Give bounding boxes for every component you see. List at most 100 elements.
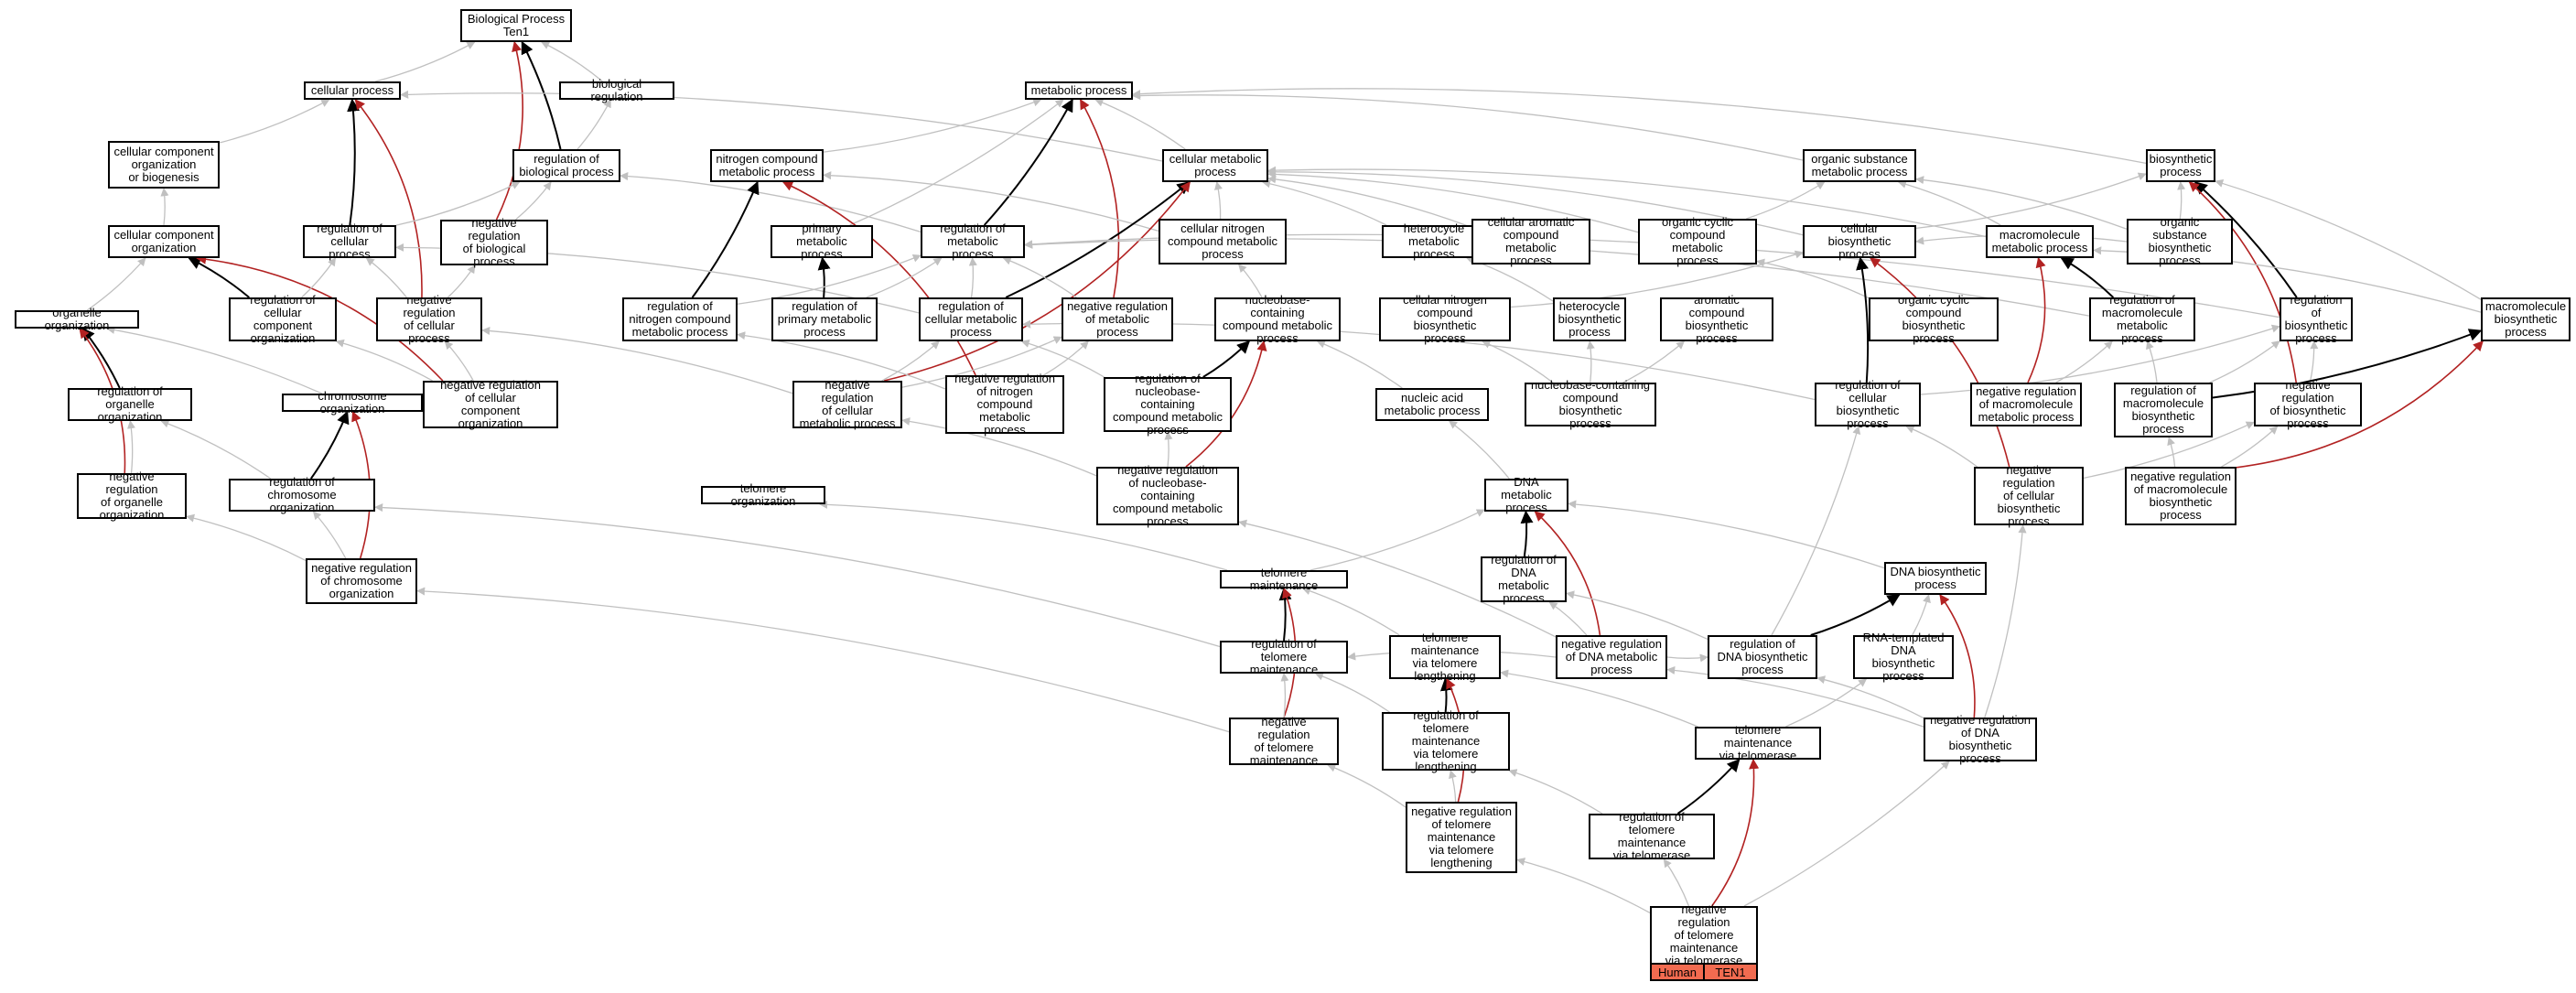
go-term-nrcbp[interactable]: negative regulation of cellular biosynth…: [1974, 464, 2084, 528]
go-term-rdbp[interactable]: regulation of DNA biosynthetic process: [1708, 635, 1817, 679]
edge-rtm-tm: [1278, 587, 1292, 642]
go-term-nrmp[interactable]: negative regulation of metabolic process: [1062, 297, 1173, 341]
go-term-bp[interactable]: Biological Process Ten1: [460, 9, 572, 42]
edge-rcbp-rbsp: [1920, 324, 2280, 395]
go-term-cncbp[interactable]: cellular nitrogen compound biosynthetic …: [1379, 294, 1511, 345]
go-term-rco[interactable]: regulation of chromosome organization: [229, 476, 375, 514]
go-term-rdmp[interactable]: regulation of DNA metabolic process: [1481, 554, 1567, 605]
go-term-nrbp[interactable]: negative regulation of biological proces…: [440, 217, 548, 268]
go-term-rtm[interactable]: regulation of telomere maintenance: [1220, 638, 1348, 676]
go-term-pmp[interactable]: primary metabolic process: [771, 222, 873, 261]
edge-nrcco-cco: [195, 254, 444, 382]
go-term-rtmtl[interactable]: regulation of telomere maintenance via t…: [1382, 709, 1510, 773]
go-term-cp[interactable]: cellular process: [304, 81, 401, 100]
go-term-nbcmp[interactable]: nucleobase-containing compound metabolic…: [1214, 294, 1341, 345]
edge-nrncmp-nrmp: [1042, 340, 1089, 376]
go-term-nrbsp[interactable]: negative regulation of biosynthetic proc…: [2254, 379, 2362, 430]
go-term-rtmvt[interactable]: regulation of telomere maintenance via t…: [1589, 811, 1715, 862]
go-term-rmp[interactable]: regulation of metabolic process: [921, 222, 1025, 261]
go-term-nrmbp[interactable]: negative regulation of macromolecule bio…: [2125, 467, 2236, 525]
go-term-hbp[interactable]: heterocycle biosynthetic process: [1553, 297, 1626, 341]
go-term-oo[interactable]: organelle organization: [15, 307, 139, 332]
go-term-nrdbp[interactable]: negative regulation of DNA biosynthetic …: [1924, 714, 2037, 765]
go-term-hmp[interactable]: heterocycle metabolic process: [1382, 222, 1486, 261]
go-term-rnbcmp[interactable]: regulation of nucleobase-containing comp…: [1104, 372, 1232, 437]
edge-rtmtl-rtm: [1314, 672, 1390, 713]
go-term-nrtmvt[interactable]: negative regulation of telomere maintena…: [1650, 903, 1758, 967]
go-term-namp[interactable]: nucleic acid metabolic process: [1375, 388, 1489, 421]
go-term-occmp[interactable]: organic cyclic compound metabolic proces…: [1638, 216, 1757, 267]
go-term-to[interactable]: telomere organization: [701, 482, 825, 508]
go-term-nrtmtl[interactable]: negative regulation of telomere maintena…: [1406, 802, 1517, 873]
go-term-tm[interactable]: telomere maintenance: [1220, 567, 1348, 592]
edge-nrcbp-cbp: [1870, 257, 2010, 468]
go-term-cbp[interactable]: cellular biosynthetic process: [1803, 222, 1916, 261]
go-term-rbsp[interactable]: regulation of biosynthetic process: [2280, 294, 2353, 345]
edge-nrbp-bp: [495, 40, 523, 221]
edge-nrcp-nrbp: [447, 264, 476, 298]
edge-nrcbp-nrbsp: [2083, 421, 2255, 479]
go-term-cncmp[interactable]: cellular nitrogen compound metabolic pro…: [1159, 219, 1287, 264]
go-term-nrcmp[interactable]: negative regulation of cellular metaboli…: [792, 379, 902, 430]
go-term-nroo[interactable]: negative regulation of organelle organiz…: [77, 470, 187, 522]
go-term-nrdmp[interactable]: negative regulation of DNA metabolic pro…: [1556, 635, 1667, 679]
go-term-rcp[interactable]: regulation of cellular process: [303, 222, 396, 261]
go-term-cco[interactable]: cellular component organization: [108, 225, 220, 258]
go-term-tmtl[interactable]: telomere maintenance via telomere length…: [1389, 631, 1501, 683]
go-term-co[interactable]: chromosome organization: [282, 390, 423, 416]
edge-cmp-mp: [1094, 98, 1186, 150]
go-term-rtdbp[interactable]: RNA-templated DNA biosynthetic process: [1853, 631, 1954, 683]
edge-rcbp-cbp: [1856, 256, 1870, 383]
go-term-nrcco[interactable]: negative regulation of cellular componen…: [423, 379, 558, 430]
go-term-rcco[interactable]: regulation of cellular component organiz…: [229, 294, 337, 345]
go-term-osmp[interactable]: organic substance metabolic process: [1803, 149, 1916, 182]
go-term-mbp[interactable]: macromolecule biosynthetic process: [2481, 297, 2571, 341]
go-term-nbcbp[interactable]: nucleobase-containing compound biosynthe…: [1525, 379, 1656, 430]
edge-cp-bp: [375, 41, 476, 82]
go-term-ncmp[interactable]: nitrogen compound metabolic process: [710, 149, 824, 182]
edge-nbcbp-cncbp: [1482, 340, 1554, 383]
go-term-dbp[interactable]: DNA biosynthetic process: [1884, 562, 1987, 595]
go-term-br[interactable]: biological regulation: [559, 78, 674, 103]
go-term-nrcp[interactable]: negative regulation of cellular process: [376, 294, 482, 345]
edge-rpmp-rmp: [866, 257, 943, 298]
go-term-rpmp[interactable]: regulation of primary metabolic process: [771, 297, 878, 341]
go-term-rbp[interactable]: regulation of biological process: [512, 149, 620, 182]
edge-nrbsp-rbsp: [2309, 340, 2319, 383]
legend-species: Human: [1652, 965, 1703, 979]
go-term-occbp[interactable]: organic cyclic compound biosynthetic pro…: [1869, 294, 1999, 345]
go-term-cacmp[interactable]: cellular aromatic compound metabolic pro…: [1471, 216, 1590, 267]
go-term-acbp[interactable]: aromatic compound biosynthetic process: [1660, 294, 1773, 345]
edge-tmvt-rtdbp: [1785, 678, 1868, 728]
go-term-nrnbcmp[interactable]: negative regulation of nucleobase-contai…: [1096, 464, 1239, 528]
go-term-rcbp[interactable]: regulation of cellular biosynthetic proc…: [1815, 379, 1921, 430]
go-term-mmp[interactable]: macromolecule metabolic process: [1986, 225, 2094, 258]
go-term-cmp[interactable]: cellular metabolic process: [1162, 149, 1268, 182]
go-term-dmp[interactable]: DNA metabolic process: [1484, 476, 1568, 514]
go-term-nrncmp[interactable]: negative regulation of nitrogen compound…: [945, 372, 1064, 437]
go-term-rmbp[interactable]: regulation of macromolecule biosynthetic…: [2114, 383, 2213, 437]
go-term-tmvt[interactable]: telomere maintenance via telomerase: [1695, 724, 1821, 762]
go-term-roo[interactable]: regulation of organelle organization: [68, 385, 192, 424]
go-term-mp[interactable]: metabolic process: [1025, 81, 1133, 100]
go-term-osbp[interactable]: organic substance biosynthetic process: [2127, 216, 2233, 267]
edge-nrco-nroo: [186, 513, 307, 561]
go-term-bsp[interactable]: biosynthetic process: [2146, 149, 2215, 182]
go-term-ccob[interactable]: cellular component organization or bioge…: [108, 141, 220, 189]
edge-rco-co: [309, 410, 350, 480]
edge-tm-dmp: [1310, 509, 1485, 571]
edge-hmp-cmp: [1261, 179, 1387, 226]
go-term-nrco[interactable]: negative regulation of chromosome organi…: [306, 558, 417, 604]
edge-rcmp-cmp: [1005, 181, 1191, 298]
edge-nrcp-cp: [354, 99, 423, 298]
go-term-nrmmp[interactable]: negative regulation of macromolecule met…: [1970, 383, 2082, 426]
edge-rco-roo: [160, 419, 272, 480]
go-term-rcmp[interactable]: regulation of cellular metabolic process: [919, 297, 1023, 341]
edge-rbsp-bsp: [2193, 181, 2298, 298]
go-term-rmmp[interactable]: regulation of macromolecule metabolic pr…: [2089, 294, 2195, 345]
edge-co-oo: [106, 325, 323, 394]
go-term-nrtm[interactable]: negative regulation of telomere maintena…: [1229, 716, 1339, 767]
edge-dmp-namp: [1449, 420, 1510, 480]
go-term-rncmp[interactable]: regulation of nitrogen compound metaboli…: [622, 297, 738, 341]
edge-nrtmvt-rtmvt: [1663, 858, 1690, 907]
